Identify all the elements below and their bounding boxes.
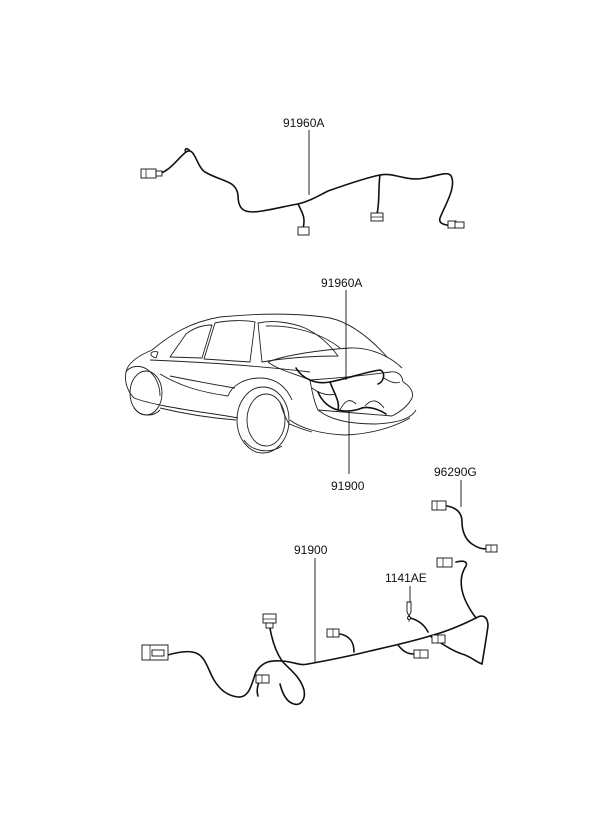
trunk-wiring	[295, 367, 387, 415]
connector-top-center	[297, 226, 310, 236]
connector-bottom-upper-left	[262, 613, 277, 629]
callout-96290g: 96290G	[434, 465, 477, 479]
connector-bottom-mid-right	[413, 649, 429, 659]
connector-bottom-right-lower	[431, 634, 446, 644]
harness-91960a-top	[154, 147, 456, 229]
callout-91900-car: 91900	[331, 479, 365, 493]
sensor-wire-96290g	[446, 505, 489, 550]
connector-top-left	[140, 168, 163, 179]
callout-91900-bottom: 91900	[294, 543, 328, 557]
connector-bottom-lower-left	[255, 674, 270, 684]
connector-bottom-right-upper	[436, 557, 453, 568]
callout-91960a-car: 91960A	[321, 276, 362, 290]
callout-91960a-top: 91960A	[283, 116, 324, 130]
connector-top-mid	[370, 212, 384, 222]
connector-96290g-top	[431, 500, 447, 511]
clip-1141ae	[406, 601, 412, 622]
connector-bottom-center	[326, 628, 340, 638]
connector-96290g-bottom	[485, 544, 498, 553]
car-body-outline	[125, 313, 417, 454]
callout-1141ae: 1141AE	[385, 571, 427, 585]
connector-top-right	[447, 220, 465, 229]
connector-bottom-left-large	[141, 644, 169, 661]
